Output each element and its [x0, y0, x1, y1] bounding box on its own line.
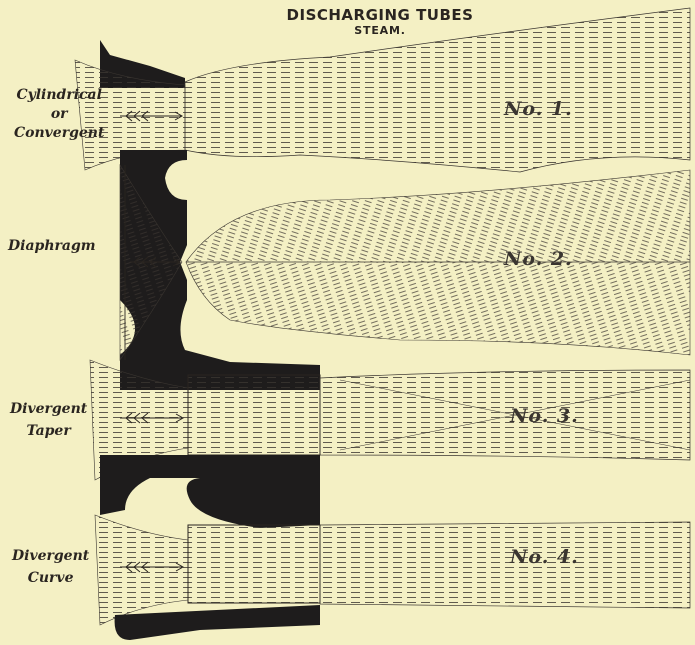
tube-3-jet [320, 370, 690, 460]
tube-3-label: Divergent Taper [10, 398, 87, 442]
tube-2-label-line-1: Diaphragm [8, 238, 96, 254]
tube-4-inlet-stream [95, 515, 188, 625]
tube-1-label: Cylindrical or Convergent [14, 86, 104, 143]
tube-1-label-line-3: Convergent [14, 124, 104, 143]
tube-3-label-line-2: Taper [10, 420, 87, 442]
diagram-title: DISCHARGING TUBES [230, 6, 530, 24]
diagram-subtitle: STEAM. [230, 24, 530, 37]
tube-4-jet [320, 522, 690, 608]
tube-4-number: No. 4. [510, 546, 579, 568]
tube-2-label: Diaphragm [8, 238, 96, 254]
tube-4-label-line-2: Curve [12, 567, 89, 589]
tube-1-label-line-1: Cylindrical [14, 86, 104, 105]
curve-block [100, 455, 320, 528]
tube-4-divergent-curve [95, 515, 690, 640]
tube-2-jet-lower [186, 262, 690, 355]
tube-2-number: No. 2. [504, 248, 573, 270]
tube-4-label: Divergent Curve [12, 545, 89, 589]
tube-3-number: No. 3. [510, 405, 579, 427]
tube-4-curve-body [188, 525, 320, 603]
tube-2-diaphragm [120, 150, 690, 390]
tube-3-taper-body [188, 375, 320, 455]
tube-4-label-line-1: Divergent [12, 545, 89, 567]
tube-1-label-line-2: or [14, 105, 104, 124]
tube-1-number: No. 1. [504, 98, 573, 120]
tube-4-base [115, 605, 320, 640]
tube-2-jet-upper [186, 170, 690, 262]
tube-3-label-line-1: Divergent [10, 398, 87, 420]
